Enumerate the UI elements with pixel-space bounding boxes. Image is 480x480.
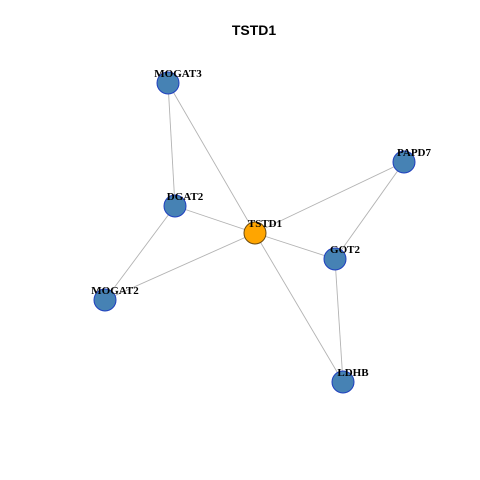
node-label-mogat2: MOGAT2	[91, 285, 139, 297]
node-ldhb[interactable]	[331, 370, 355, 394]
edge-papd7-got2	[334, 161, 405, 260]
node-got2[interactable]	[323, 247, 347, 271]
edge-dgat2-mogat2	[104, 205, 176, 301]
node-label-dgat2: DGAT2	[167, 191, 204, 203]
edge-dgat2-tstd1	[174, 205, 256, 234]
edge-mogat3-tstd1	[167, 82, 256, 234]
node-label-papd7: PAPD7	[397, 147, 432, 159]
node-dgat2[interactable]	[163, 194, 187, 218]
node-tstd1[interactable]	[243, 221, 267, 245]
edge-papd7-tstd1	[254, 161, 405, 234]
node-papd7[interactable]	[392, 150, 416, 174]
node-label-ldhb: LDHB	[337, 367, 369, 379]
edge-tstd1-got2	[254, 232, 336, 260]
node-label-mogat3: MOGAT3	[154, 68, 202, 80]
edge-mogat3-dgat2	[167, 82, 176, 207]
edges-layer	[104, 82, 405, 383]
edge-got2-ldhb	[334, 258, 344, 383]
node-label-got2: GOT2	[330, 244, 360, 256]
node-mogat3[interactable]	[156, 71, 180, 95]
edge-mogat2-tstd1	[104, 232, 256, 301]
nodes-layer	[93, 71, 416, 394]
node-label-tstd1: TSTD1	[248, 218, 282, 230]
node-mogat2[interactable]	[93, 288, 117, 312]
diagram-title: TSTD1	[232, 22, 277, 38]
edge-tstd1-ldhb	[254, 232, 344, 383]
